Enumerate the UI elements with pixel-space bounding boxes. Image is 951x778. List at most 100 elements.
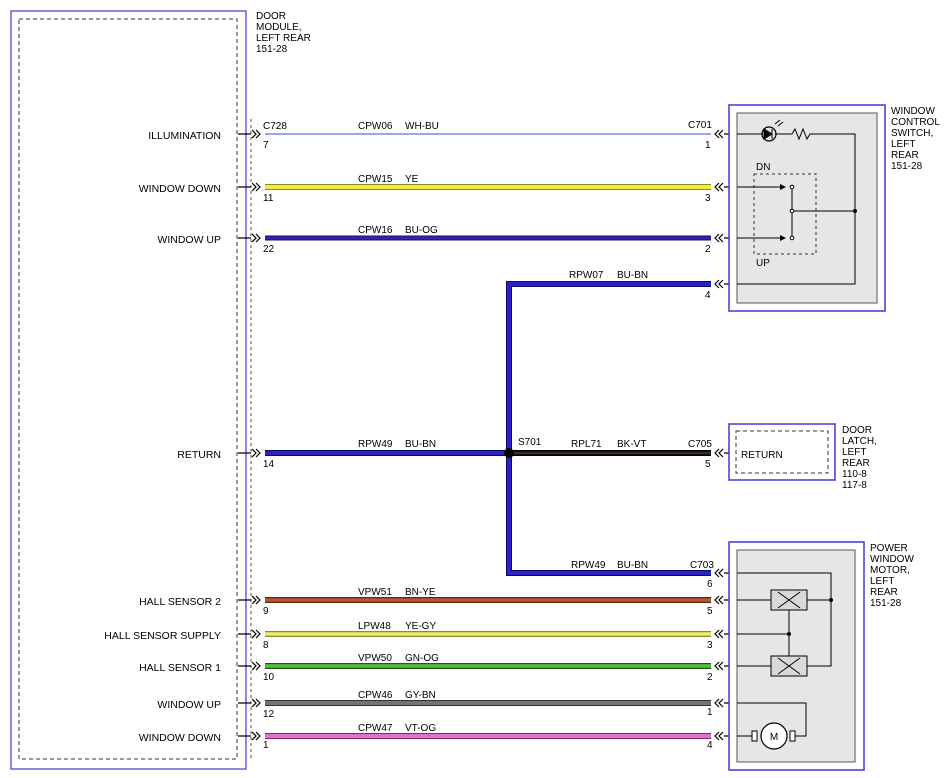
motor-label: M (770, 732, 778, 743)
pin-number: 14 (263, 459, 275, 470)
door-module-title-line: MODULE, (256, 22, 302, 33)
circuit-id: VPW50 (358, 653, 392, 664)
pin-number: 10 (263, 672, 275, 683)
window-motor-title-line: POWER (870, 543, 908, 554)
pin-arrow (238, 233, 261, 243)
pin-number: 22 (263, 244, 275, 255)
connector-c728-label: C728 (263, 121, 287, 132)
signal-label: ILLUMINATION (148, 130, 221, 142)
circuit-color: BK-VT (617, 439, 646, 450)
hall-sensor-2-cross (777, 591, 801, 609)
pin-arrow (238, 448, 261, 458)
door-latch-title: DOOR LATCH, LEFT REAR 110-8 117-8 (842, 425, 877, 491)
pin-number: 12 (263, 709, 275, 720)
window-switch-title-line: CONTROL (891, 117, 940, 128)
switch-node (789, 184, 795, 190)
switch-dn-label: DN (756, 162, 770, 173)
pin-number: 7 (263, 140, 269, 151)
pin-number: 2 (705, 244, 711, 255)
dest-pin-numbers: 1 3 2 4 5 6 5 3 2 1 4 (705, 140, 713, 751)
motor-icon (760, 722, 788, 750)
junction-dot (853, 209, 857, 213)
window-motor-title: POWER WINDOW MOTOR, LEFT REAR 151-28 (870, 543, 914, 609)
signal-label: WINDOW UP (157, 234, 221, 246)
signal-label: RETURN (177, 449, 221, 461)
pin-number: 6 (707, 579, 713, 590)
signal-label: HALL SENSOR 2 (139, 596, 221, 608)
junction-dot (829, 598, 833, 602)
switch-node (789, 208, 795, 214)
connector-c705-label: C705 (688, 439, 712, 450)
module-pin-numbers: 7 11 22 14 9 8 10 12 1 (263, 140, 275, 751)
circuit-id: CPW47 (358, 723, 393, 734)
switch-up-label: UP (756, 258, 770, 269)
pin-number: 4 (707, 740, 713, 751)
circuit-labels: CPW06 WH-BU CPW15 YE CPW16 BU-OG RPW49 B… (358, 121, 648, 734)
pin-number: 11 (263, 193, 274, 204)
pin-arrow (238, 698, 261, 708)
circuit-color: GY-BN (405, 690, 436, 701)
signal-label: WINDOW DOWN (139, 183, 221, 195)
circuit-color: GN-OG (405, 653, 439, 664)
wire-vertical-bus-outline (506, 281, 711, 576)
circuit-id: RPW07 (569, 270, 604, 281)
signal-label: HALL SENSOR SUPPLY (104, 630, 221, 642)
window-motor-title-line: REAR (870, 587, 898, 598)
module-pin-arrows (238, 129, 261, 741)
window-motor-title-line: 151-28 (870, 598, 902, 609)
pin-number: 9 (263, 606, 269, 617)
wire-vertical-bus[interactable] (507, 282, 711, 575)
circuit-id: CPW15 (358, 174, 393, 185)
window-switch-title-line: SWITCH, (891, 128, 933, 139)
door-latch-title-line: 110-8 (842, 469, 867, 480)
diode-symbol (763, 128, 773, 140)
window-switch-title-line: 151-28 (891, 161, 923, 172)
pin-number: 1 (705, 140, 711, 151)
circuit-id: CPW46 (358, 690, 393, 701)
circuit-id: RPW49 (571, 560, 606, 571)
circuit-color: BU-BN (617, 270, 648, 281)
circuit-color: BU-BN (405, 439, 436, 450)
window-motor-title-line: LEFT (870, 576, 894, 587)
door-latch-return-label: RETURN (741, 450, 783, 461)
motor-wiring (737, 702, 807, 737)
circuit-id: CPW16 (358, 225, 393, 236)
window-switch-title-line: WINDOW (891, 106, 935, 117)
switch-arrow-dn (780, 184, 786, 241)
door-module-inner-box (18, 18, 238, 760)
door-module-title-line: 151-28 (256, 44, 288, 55)
pin-number: 8 (263, 640, 269, 651)
pin-number: 3 (705, 193, 711, 204)
circuit-color: VT-OG (405, 723, 436, 734)
arrow-ray (774, 119, 784, 127)
pin-number: 3 (707, 640, 713, 651)
circuit-id: RPW49 (358, 439, 393, 450)
window-motor-title-line: MOTOR, (870, 565, 910, 576)
splice-s701-label: S701 (518, 437, 542, 448)
circuit-color: BN-YE (405, 587, 436, 598)
circuit-id: RPL71 (571, 439, 602, 450)
door-module-title-line: LEFT REAR (256, 33, 311, 44)
door-latch-box (728, 423, 836, 481)
resistor-icon (791, 127, 812, 141)
door-latch-inner (735, 430, 829, 474)
switch-contacts (737, 186, 855, 239)
switch-dashed-box (753, 173, 817, 255)
circuit-id: CPW06 (358, 121, 393, 132)
pin-number: 5 (707, 606, 713, 617)
pin-arrow (238, 629, 261, 639)
circuit-color: WH-BU (405, 121, 439, 132)
door-module-title-line: DOOR (256, 11, 286, 22)
motor-brush-left (751, 730, 758, 742)
circuit-color: BU-BN (617, 560, 648, 571)
door-latch-title-line: LEFT (842, 447, 866, 458)
circuit-color: BU-OG (405, 225, 438, 236)
signal-label: HALL SENSOR 1 (139, 662, 221, 674)
signal-labels: ILLUMINATION WINDOW DOWN WINDOW UP RETUR… (104, 130, 221, 744)
pin-number: 1 (263, 740, 269, 751)
pin-arrow (238, 661, 261, 671)
junction-dot (787, 632, 791, 636)
lamp-icon (761, 126, 777, 142)
connector-c703-label: C703 (690, 560, 714, 571)
